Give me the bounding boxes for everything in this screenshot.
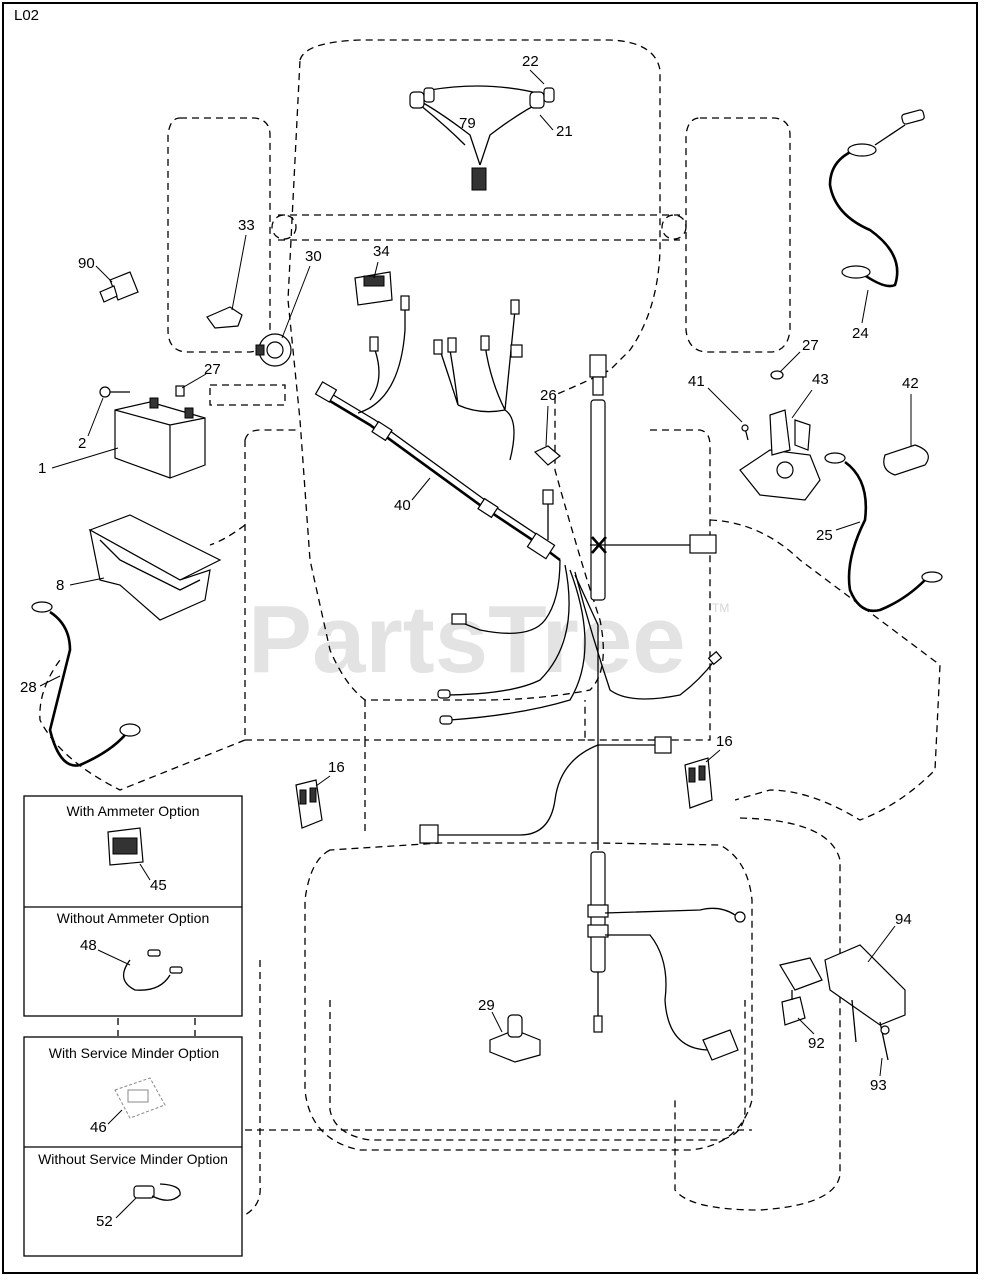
switch-34 — [354, 271, 393, 306]
callout-93: 93 — [870, 1077, 887, 1094]
callout-25: 25 — [816, 527, 833, 544]
callout-34: 34 — [373, 243, 390, 260]
callout-24: 24 — [852, 325, 869, 342]
connector-26 — [533, 445, 561, 466]
cable-25 — [824, 452, 943, 613]
ammeter-option-title: With Ammeter Option — [66, 803, 199, 819]
boot-42 — [883, 444, 929, 476]
callout-22: 22 — [522, 53, 539, 70]
callout-16-right: 16 — [716, 733, 733, 750]
callout-21: 21 — [556, 123, 573, 140]
lower-wires — [419, 559, 746, 1061]
callout-30: 30 — [305, 248, 322, 265]
no-service-minder-option-title: Without Service Minder Option — [38, 1151, 228, 1167]
plug-90 — [99, 271, 139, 303]
page-code: L02 — [14, 7, 39, 24]
option-callout-48: 48 — [80, 937, 97, 954]
watermark-trademark: TM — [712, 601, 729, 615]
callout-8: 8 — [56, 577, 64, 594]
clip-33 — [206, 306, 243, 329]
callout-90: 90 — [78, 255, 95, 272]
callout-92: 92 — [808, 1035, 825, 1052]
callout-43: 43 — [812, 371, 829, 388]
callout-28: 28 — [20, 679, 37, 696]
service-minder-option-title: With Service Minder Option — [49, 1045, 219, 1061]
no-ammeter-option-title: Without Ammeter Option — [57, 910, 210, 926]
option-panels: With Ammeter Option 45 Without Ammeter O… — [23, 795, 243, 1257]
battery-tray-8 — [88, 514, 222, 621]
switch-16-right — [684, 757, 713, 809]
solenoid-43 — [739, 370, 821, 501]
jumper-48 — [123, 949, 183, 991]
callout-26: 26 — [540, 387, 557, 404]
headlight-harness — [409, 85, 555, 191]
vertical-harness — [589, 354, 717, 601]
tractor-outline — [39, 39, 941, 1216]
callout-40: 40 — [394, 497, 411, 514]
service-minder-46 — [114, 1077, 166, 1119]
callout-27-right: 27 — [802, 337, 819, 354]
callout-94: 94 — [895, 911, 912, 928]
callout-27-left: 27 — [204, 361, 221, 378]
switch-16-left — [295, 779, 323, 829]
callout-16-left: 16 — [328, 759, 345, 776]
pto-switch-29 — [489, 1014, 541, 1063]
callout-33: 33 — [238, 217, 255, 234]
jumper-52 — [133, 1183, 181, 1201]
callout-79: 79 — [459, 115, 476, 132]
main-harness-40 — [314, 295, 561, 562]
module-94 — [779, 944, 906, 1061]
ground-cable-28 — [31, 601, 141, 767]
option-callout-52: 52 — [96, 1213, 113, 1230]
option-callout-46: 46 — [90, 1119, 107, 1136]
callout-2: 2 — [78, 435, 86, 452]
watermark-text: PartsTree — [248, 586, 686, 693]
callout-41: 41 — [688, 373, 705, 390]
ground-cable-24 — [828, 109, 925, 288]
option-callout-45: 45 — [150, 877, 167, 894]
callout-29: 29 — [478, 997, 495, 1014]
ignition-switch-30 — [255, 333, 292, 367]
callout-1: 1 — [38, 460, 46, 477]
battery-1 — [99, 385, 206, 479]
callout-labels: 22 79 21 33 30 90 34 24 27 41 43 42 27 — [20, 53, 919, 1094]
callout-42: 42 — [902, 375, 919, 392]
ammeter-gauge-45 — [107, 827, 144, 866]
